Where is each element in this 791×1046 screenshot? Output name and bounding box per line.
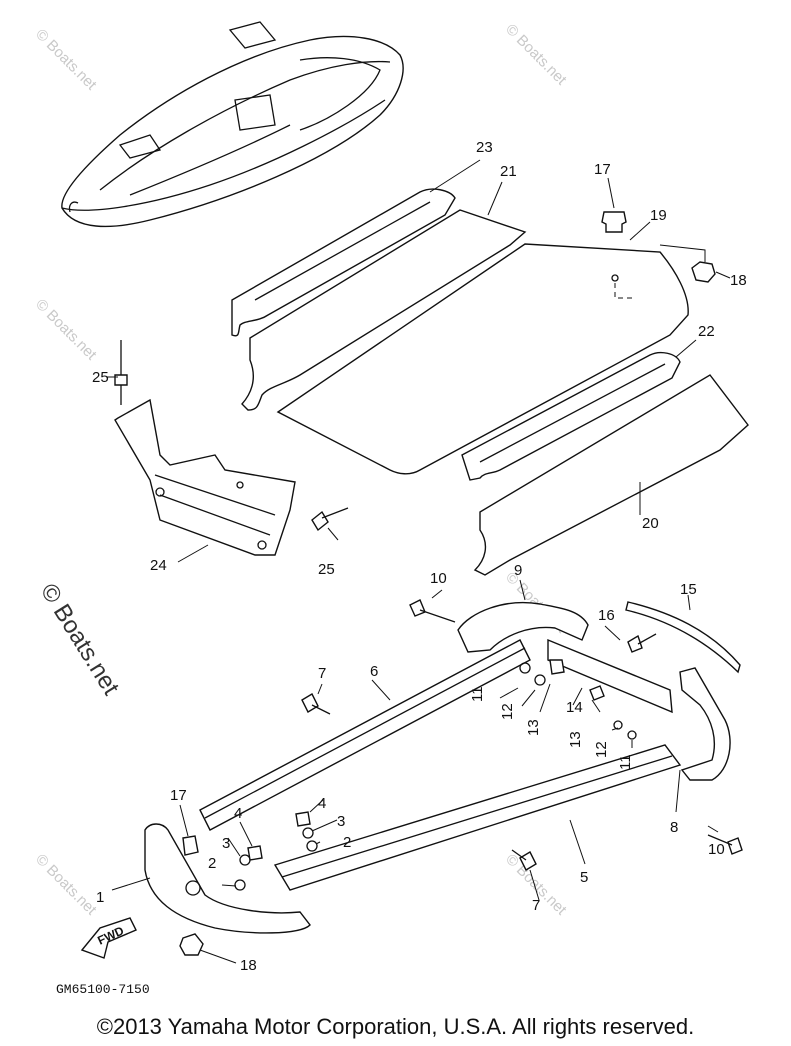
callout-20: 20 bbox=[642, 515, 659, 532]
callout-16: 16 bbox=[598, 607, 615, 624]
mat-20 bbox=[473, 374, 749, 576]
callout-3-left: 3 bbox=[222, 835, 230, 852]
mat-19 bbox=[276, 243, 689, 475]
callout-13-lower: 13 bbox=[567, 731, 584, 748]
hardware-small-parts bbox=[179, 659, 637, 956]
callout-7-upper: 7 bbox=[318, 665, 326, 682]
bolt-7-upper bbox=[301, 693, 331, 715]
callout-10-upper: 10 bbox=[430, 570, 447, 587]
callout-24: 24 bbox=[150, 557, 167, 574]
callout-4-right: 4 bbox=[318, 795, 326, 812]
rivet-25-lower bbox=[311, 507, 349, 532]
callout-3-right: 3 bbox=[337, 813, 345, 830]
callout-2-right: 2 bbox=[343, 834, 351, 851]
mat-23 bbox=[231, 188, 456, 337]
rail-14 bbox=[547, 638, 673, 714]
callout-6: 6 bbox=[370, 663, 378, 680]
callout-25-lower: 25 bbox=[318, 561, 335, 578]
bracket-24 bbox=[114, 398, 296, 556]
callout-14: 14 bbox=[566, 699, 583, 716]
callout-21: 21 bbox=[500, 163, 517, 180]
watermark-tile: © Boats.net bbox=[32, 851, 100, 919]
strip-15 bbox=[625, 601, 741, 674]
grommet-17-upper bbox=[601, 211, 627, 233]
bumper-1 bbox=[144, 823, 311, 934]
callout-18-lower: 18 bbox=[240, 957, 257, 974]
callout-25-upper: 25 bbox=[92, 369, 109, 386]
callout-17-upper: 17 bbox=[594, 161, 611, 178]
mat-22 bbox=[461, 351, 681, 481]
callout-18-upper: 18 bbox=[730, 272, 747, 289]
fwd-arrow: FWD bbox=[80, 917, 137, 959]
watermark-tile: © Boats.net bbox=[32, 296, 100, 364]
callout-7-lower: 7 bbox=[532, 897, 540, 914]
callout-1: 1 bbox=[96, 889, 104, 906]
callout-2-left: 2 bbox=[208, 855, 216, 872]
callout-15: 15 bbox=[680, 581, 697, 598]
callout-11-upper: 11 bbox=[469, 686, 486, 702]
callout-12-lower: 12 bbox=[593, 741, 610, 758]
bracket-8 bbox=[679, 667, 731, 781]
bolt-7-lower bbox=[511, 849, 537, 871]
callout-9: 9 bbox=[514, 562, 522, 579]
rivet-25-upper bbox=[114, 340, 128, 405]
callout-8: 8 bbox=[670, 819, 678, 836]
callout-5: 5 bbox=[580, 869, 588, 886]
callout-10-lower: 10 bbox=[708, 841, 725, 858]
rivet-16 bbox=[627, 633, 657, 653]
callout-13-upper: 13 bbox=[525, 719, 542, 736]
callout-17-lower: 17 bbox=[170, 787, 187, 804]
watermark-main: © Boats.net bbox=[35, 579, 125, 700]
watermark-tile: © Boats.net bbox=[502, 21, 570, 89]
diagram-code: GM65100-7150 bbox=[56, 982, 150, 997]
callout-19: 19 bbox=[650, 207, 667, 224]
watercraft-illustration bbox=[61, 21, 404, 228]
fwd-label: FWD bbox=[95, 923, 126, 947]
callout-4-left: 4 bbox=[234, 805, 242, 822]
rail-5 bbox=[273, 744, 682, 891]
callout-11-lower: 11 bbox=[617, 754, 634, 770]
copyright-notice: ©2013 Yamaha Motor Corporation, U.S.A. A… bbox=[96, 1014, 695, 1039]
bolt-10-upper bbox=[409, 599, 456, 623]
rail-9 bbox=[457, 601, 589, 653]
callout-23: 23 bbox=[476, 139, 493, 156]
nut-18-upper bbox=[691, 261, 716, 283]
callout-labels: 23 21 17 19 18 22 25 20 24 25 10 9 15 16… bbox=[92, 139, 747, 974]
callout-22: 22 bbox=[698, 323, 715, 340]
callout-12-upper: 12 bbox=[499, 703, 516, 720]
leader-lines bbox=[107, 159, 731, 964]
bolt-10-lower bbox=[707, 834, 743, 855]
mat-21 bbox=[241, 209, 527, 411]
watermark-tile: © Boats.net bbox=[32, 26, 100, 94]
rail-6 bbox=[199, 639, 531, 831]
